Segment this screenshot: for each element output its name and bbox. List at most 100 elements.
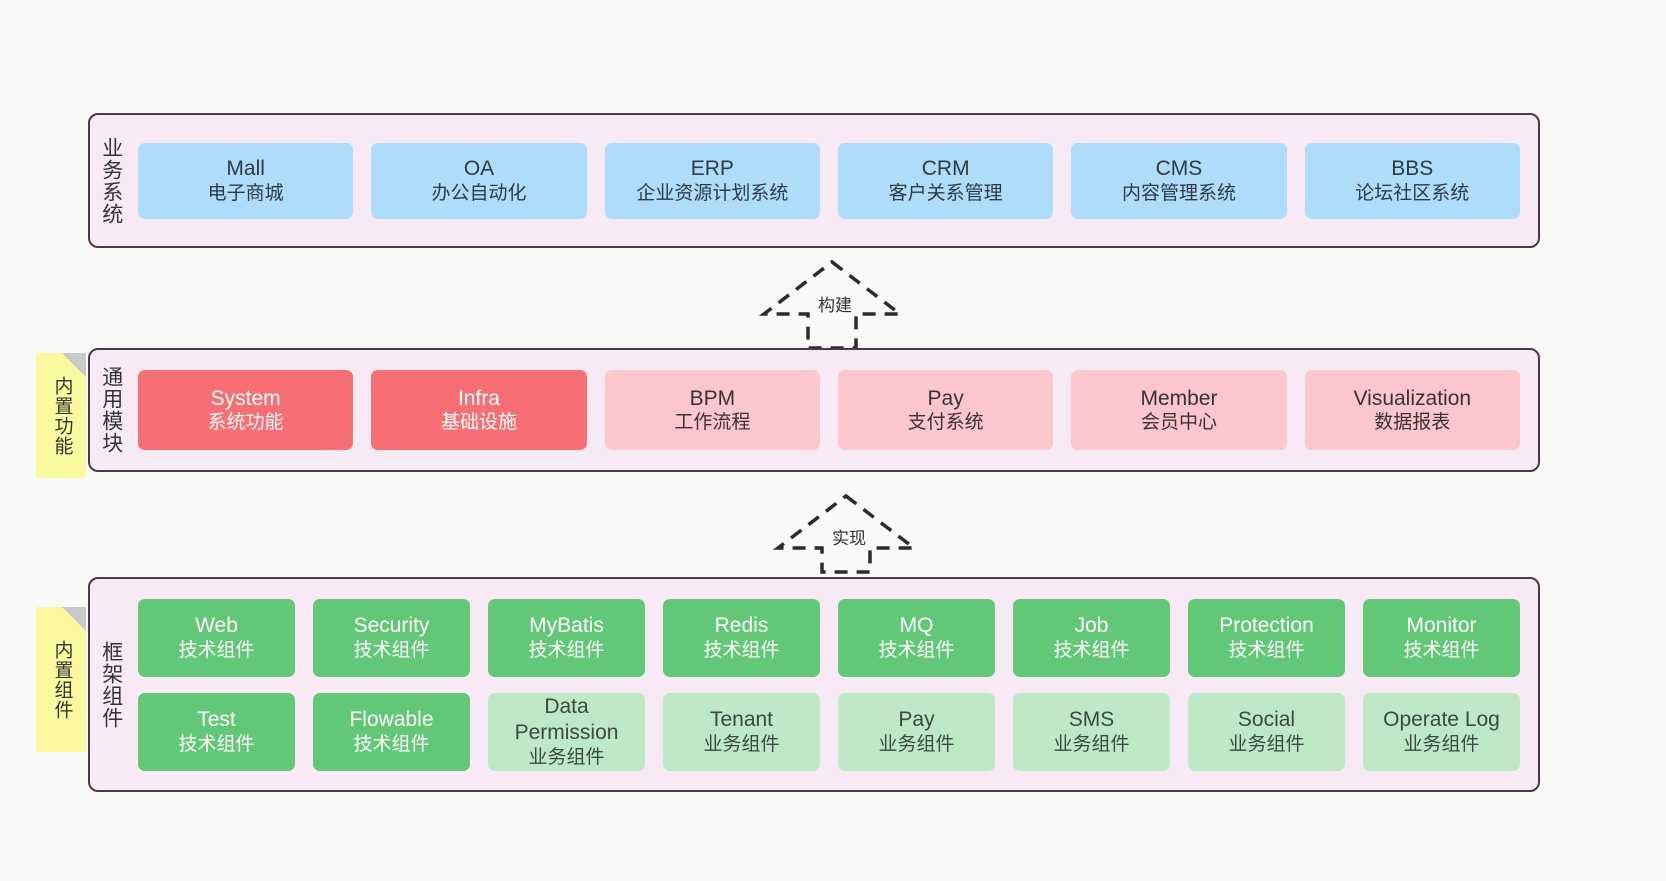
node-title-cn: 技术组件 [178, 733, 255, 755]
connector-build-arrow: 构建 [752, 258, 912, 350]
node-social[interactable]: Social 业务组件 [1188, 692, 1345, 771]
node-cms[interactable]: CMS 内容管理系统 [1071, 142, 1287, 219]
node-title-cn: 技术组件 [353, 639, 430, 661]
node-crm[interactable]: CRM 客户关系管理 [837, 142, 1054, 219]
node-title-cn: 工作流程 [674, 412, 751, 434]
node-visualization[interactable]: Visualization 数据报表 [1304, 370, 1520, 450]
node-row: Test 技术组件 Flowable 技术组件 Data Permission … [138, 692, 1520, 771]
node-title-en: BBS [1391, 157, 1434, 181]
node-title-en: BPM [689, 386, 736, 410]
layer-common-modules: 通用模块 System 系统功能 Infra 基础设施 BPM 工作流程 Pay… [88, 348, 1540, 472]
node-oa[interactable]: OA 办公自动化 [371, 142, 587, 219]
layer-business-systems: 业务系统 Mall 电子商城 OA 办公自动化 ERP 企业资源计划系统 CRM… [88, 113, 1540, 248]
node-title-cn: 业务组件 [1403, 733, 1480, 755]
node-title-cn: 系统功能 [207, 412, 284, 434]
node-title-cn: 技术组件 [1228, 639, 1305, 661]
sticky-note-builtin-components: 内置组件 [36, 607, 86, 752]
node-bbs[interactable]: BBS 论坛社区系统 [1304, 142, 1520, 219]
node-title-cn: 技术组件 [1403, 639, 1480, 661]
node-row: Mall 电子商城 OA 办公自动化 ERP 企业资源计划系统 CRM 客户关系… [138, 142, 1520, 219]
node-title-cn: 技术组件 [878, 639, 955, 661]
node-title-en: MQ [899, 614, 934, 638]
layer-title: 通用模块 [99, 366, 123, 454]
node-mybatis[interactable]: MyBatis 技术组件 [488, 598, 645, 677]
node-title-en: Data Permission [514, 695, 619, 744]
node-title-en: MyBatis [529, 614, 604, 638]
node-title-cn: 技术组件 [353, 733, 430, 755]
node-title-en: Mall [226, 157, 265, 181]
node-mq[interactable]: MQ 技术组件 [838, 598, 995, 677]
node-title-en: Infra [457, 386, 500, 410]
node-operate-log[interactable]: Operate Log 业务组件 [1363, 692, 1520, 771]
node-monitor[interactable]: Monitor 技术组件 [1363, 598, 1520, 677]
connector-label: 构建 [818, 296, 852, 315]
node-tenant[interactable]: Tenant 业务组件 [663, 692, 820, 771]
node-title-cn: 电子商城 [207, 182, 284, 204]
node-bpm[interactable]: BPM 工作流程 [604, 370, 820, 450]
sticky-note-builtin-functions: 内置功能 [36, 353, 86, 478]
node-title-en: Operate Log [1383, 708, 1500, 732]
node-title-en: Social [1237, 708, 1296, 732]
node-title-en: Visualization [1353, 386, 1472, 410]
node-title-cn: 支付系统 [907, 412, 984, 434]
node-title-en: Member [1140, 386, 1218, 410]
node-title-cn: 业务组件 [878, 733, 955, 755]
node-title-en: CMS [1155, 157, 1203, 181]
node-protection[interactable]: Protection 技术组件 [1188, 598, 1345, 677]
node-row: Web 技术组件 Security 技术组件 MyBatis 技术组件 Redi… [138, 598, 1520, 677]
node-title-en: Pay [927, 386, 964, 410]
node-title-cn: 业务组件 [528, 746, 605, 768]
node-title-en: Web [195, 614, 238, 638]
node-sms[interactable]: SMS 业务组件 [1013, 692, 1170, 771]
node-title-en: System [210, 386, 281, 410]
sticky-note-label: 内置组件 [51, 639, 73, 720]
node-title-en: CRM [921, 157, 970, 181]
connector-label: 实现 [832, 529, 866, 548]
node-title-cn: 技术组件 [1053, 639, 1130, 661]
node-title-en: Monitor [1406, 614, 1477, 638]
node-title-en: Tenant [709, 708, 774, 732]
node-title-cn: 内容管理系统 [1121, 182, 1236, 204]
node-flowable[interactable]: Flowable 技术组件 [313, 692, 470, 771]
node-title-cn: 数据报表 [1374, 412, 1451, 434]
node-member[interactable]: Member 会员中心 [1071, 370, 1287, 450]
node-title-en: Protection [1219, 614, 1314, 638]
node-title-cn: 会员中心 [1140, 412, 1217, 434]
node-title-cn: 业务组件 [1228, 733, 1305, 755]
node-title-cn: 技术组件 [528, 639, 605, 661]
node-job[interactable]: Job 技术组件 [1013, 598, 1170, 677]
node-title-cn: 基础设施 [440, 412, 517, 434]
layer-title: 业务系统 [99, 136, 123, 225]
layer-body: Mall 电子商城 OA 办公自动化 ERP 企业资源计划系统 CRM 客户关系… [132, 115, 1538, 246]
node-pay-component[interactable]: Pay 业务组件 [838, 692, 995, 771]
node-redis[interactable]: Redis 技术组件 [663, 598, 820, 677]
node-mall[interactable]: Mall 电子商城 [138, 142, 354, 219]
node-title-en: Test [197, 708, 236, 732]
node-title-cn: 业务组件 [703, 733, 780, 755]
node-title-en: Job [1074, 614, 1109, 638]
node-title-en: Security [353, 614, 430, 638]
node-pay[interactable]: Pay 支付系统 [837, 370, 1054, 450]
node-title-en: OA [463, 157, 495, 181]
layer-framework-components: 框架组件 Web 技术组件 Security 技术组件 MyBatis 技术组件… [88, 577, 1540, 792]
node-title-cn: 企业资源计划系统 [636, 182, 789, 204]
node-infra[interactable]: Infra 基础设施 [371, 370, 587, 450]
node-title-en: SMS [1068, 708, 1115, 732]
node-title-cn: 技术组件 [703, 639, 780, 661]
node-title-cn: 业务组件 [1053, 733, 1130, 755]
node-erp[interactable]: ERP 企业资源计划系统 [604, 142, 820, 219]
sticky-note-label: 内置功能 [51, 375, 73, 456]
layer-title: 框架组件 [99, 640, 123, 729]
layer-body: Web 技术组件 Security 技术组件 MyBatis 技术组件 Redi… [132, 579, 1538, 790]
node-title-cn: 办公自动化 [431, 182, 527, 204]
node-title-en: Redis [714, 614, 769, 638]
node-web[interactable]: Web 技术组件 [138, 598, 295, 677]
node-data-permission[interactable]: Data Permission 业务组件 [488, 692, 645, 771]
node-system[interactable]: System 系统功能 [138, 370, 354, 450]
node-title-cn: 客户关系管理 [888, 182, 1003, 204]
node-test[interactable]: Test 技术组件 [138, 692, 295, 771]
node-row: System 系统功能 Infra 基础设施 BPM 工作流程 Pay 支付系统… [138, 370, 1520, 450]
node-title-cn: 技术组件 [178, 639, 255, 661]
node-security[interactable]: Security 技术组件 [313, 598, 470, 677]
